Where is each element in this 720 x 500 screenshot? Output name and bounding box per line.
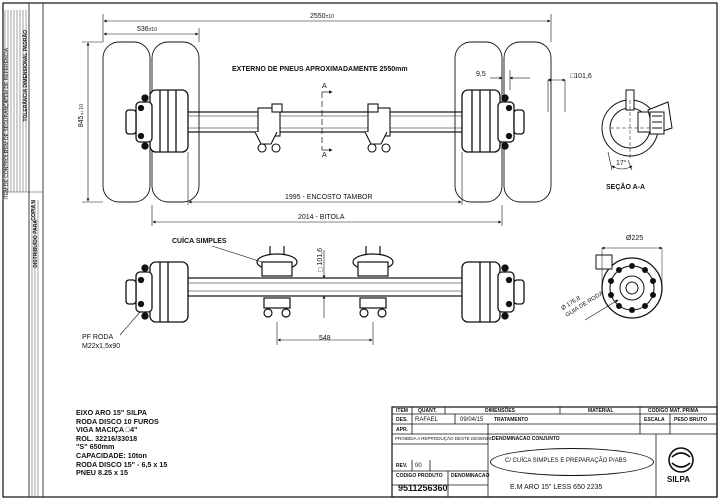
dim-drum-dia: Ø225 (626, 235, 644, 242)
dim-angle: 17° (616, 160, 627, 167)
dim-height-value: 845 (78, 115, 85, 128)
tb-date: 09/04/15 (460, 417, 484, 423)
tb-product-name: E.M ARO 15" LESS 650 2235 (510, 484, 603, 491)
section-title: SEÇÃO A-A (606, 184, 646, 191)
axle-beam (184, 111, 466, 133)
top-dimensions (82, 14, 566, 226)
dim-track: 2014 - BITOLA (298, 214, 345, 221)
axle-beam-front (187, 277, 464, 297)
front-dimensions (119, 245, 374, 345)
tb-apr: APR. (396, 427, 408, 433)
section-marker-top: A (322, 83, 327, 90)
dim-drum-contact: 1995 - ENCOSTO TAMBOR (285, 194, 373, 201)
section-marker-bottom: A (322, 152, 327, 159)
hub-front-left (125, 261, 189, 323)
section-aa-view (601, 89, 673, 171)
tb-codigo-produto: CODIGO PRODUTO (396, 473, 443, 479)
tb-product-code: 9511256360 (398, 483, 448, 493)
tb-des: DES. (396, 417, 408, 423)
tb-rev: REV. (396, 463, 408, 469)
dim-chamber-spacing: 548 (319, 335, 331, 342)
brake-chamber-right (352, 246, 394, 318)
note-line: RODA DISCO 15" - 6,5 x 15 (76, 459, 168, 469)
note-line: PNEU 8.25 x 15 (76, 468, 128, 478)
side-view (584, 246, 663, 321)
tb-reproduction-note: PROIBIDA A REPRODUÇÃO DESTE DESENHO (395, 436, 494, 441)
camshaft-right (364, 103, 391, 153)
tb-peso-bruto: PESO BRUTO (674, 417, 707, 423)
chamber-label: CUÍCA SIMPLES (172, 238, 227, 245)
margin-legend-1: ITEM DE CONTROLE (4, 150, 10, 200)
margin-lines (3, 10, 43, 497)
thread-label-2: M22x1,5x90 (82, 343, 121, 350)
dim-tube-height: □101,6 (317, 248, 324, 273)
silpa-logo-text: SILPA (667, 475, 690, 484)
hub-right (461, 89, 525, 153)
brake-chamber-left (256, 246, 298, 318)
dim-overall-value: 2550 (310, 13, 326, 20)
note-line: RODA DISCO 10 FUROS (76, 416, 159, 426)
margin-legend-2: ITEM DE SEGURANÇA (4, 100, 10, 154)
dim-tube: □101,6 (570, 73, 592, 80)
margin-copia: COPIA N (31, 200, 37, 221)
tb-rev-value: 00 (415, 463, 422, 469)
tb-material: MATERIAL (588, 408, 614, 414)
tb-escala: ESCALA (644, 417, 665, 423)
margin-distribuido: DISTRIBUÍDO PARA (33, 220, 39, 268)
dim-height: 845±10 (78, 104, 85, 127)
camshaft-left (254, 103, 283, 153)
margin-tolerance: TOLERÂNCIA DIMENSIONAL PADRÃO (23, 30, 29, 122)
tb-item: ITEM (396, 408, 408, 414)
note-line: EIXO ARO 15" SILPA (76, 408, 147, 417)
tb-designer: RAFAEL (415, 417, 439, 423)
dim-left-wheel-value: 536 (137, 26, 149, 33)
note-line: ROL. 32216/33018 (76, 433, 138, 443)
silpa-logo: SILPA (661, 445, 701, 492)
tb-denominacao-conjunto: DENOMINACAO CONJUNTO (492, 436, 560, 442)
dim-left-wheel: 536±10 (137, 26, 157, 33)
thread-label: PF RODA M22x1,5x90 (82, 333, 120, 351)
note-line: "S" 650mm (76, 442, 115, 452)
tb-dimensoes: DIMENSÕES (485, 408, 516, 414)
dim-offset: 9,5 (476, 71, 486, 78)
note-line: CAPACIDADE: 10ton (76, 450, 147, 460)
dim-overall-width: 2550±10 (310, 13, 334, 20)
tb-quant: QUANT. (418, 408, 437, 414)
tb-tratamento: TRATAMENTO (494, 417, 529, 423)
hub-left (125, 89, 189, 153)
tb-denominacao: DENOMINACAO (451, 473, 490, 479)
dim-overall-tol: ±10 (325, 14, 334, 20)
top-view (102, 41, 552, 203)
spec-notes: EIXO ARO 15" SILPA RODA DISCO 10 FUROS V… (76, 408, 168, 478)
tb-conjunto-oval (490, 448, 654, 476)
margin-legend-3: ITEM DE REFERÊNCIA (4, 48, 10, 102)
tire-note: EXTERNO DE PNEUS APROXIMADAMENTE 2550mm (232, 66, 408, 73)
dim-left-wheel-tol: ±10 (148, 27, 157, 33)
note-line: VIGA MACIÇA □4" (76, 425, 138, 435)
dim-height-tol: ±10 (79, 104, 85, 116)
hub-front-right (461, 261, 525, 323)
tb-conjunto-desc: C/ CUÍCA SIMPLES E PREPARAÇÃO P/ABS (505, 458, 627, 464)
front-view (125, 246, 525, 323)
title-block (391, 406, 718, 498)
tb-codigo-mat-prima: CODIGO MAT. PRIMA (648, 408, 699, 414)
thread-label-1: PF RODA (82, 334, 114, 341)
